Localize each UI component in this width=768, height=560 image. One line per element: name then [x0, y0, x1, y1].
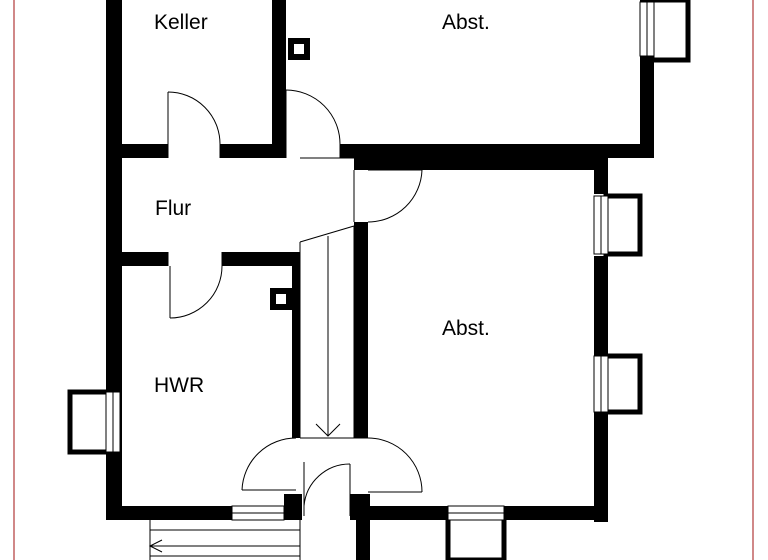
wall-keller-right	[272, 0, 286, 158]
wall-abst-right-right-1	[594, 156, 608, 194]
wall-bottom-left	[106, 506, 232, 520]
wall-abst-top-bottom	[340, 144, 654, 158]
door-hwr-swing	[169, 265, 223, 319]
wall-keller-bottom-mid	[220, 144, 286, 158]
wall-abst-right-right-3	[594, 412, 608, 522]
window-abst-right-1	[603, 193, 643, 257]
door-bottom-left-swing	[241, 437, 297, 491]
room-label-hwr: HWR	[154, 374, 204, 397]
wall-flur-abst-divider	[354, 222, 368, 438]
wall-abst-right-right-2	[594, 256, 608, 356]
room-label-abst-top: Abst.	[442, 11, 490, 34]
exterior-stair-arrow	[148, 539, 163, 553]
door-entry-swing	[303, 463, 351, 516]
doors	[167, 89, 423, 516]
window-abst-right-2	[603, 353, 643, 415]
window-hwr-left	[67, 389, 111, 455]
stair-arrow-head	[315, 423, 341, 437]
exterior-stair	[148, 520, 301, 560]
wall-bottom-right-b	[356, 506, 448, 520]
wall-hwr-top-left	[106, 252, 168, 266]
room-label-flur: Flur	[155, 197, 191, 220]
wall-abst-right-top	[354, 156, 608, 170]
room-label-keller: Keller	[154, 11, 208, 34]
wall-bottom-stub	[356, 518, 370, 560]
room-label-abst-right: Abst.	[442, 317, 490, 340]
wall-bottom-mid	[284, 494, 302, 520]
wall-keller-bottom-left	[106, 144, 168, 158]
window-abst-top	[649, 0, 691, 63]
door-bottom-right-swing	[367, 437, 423, 493]
windows	[67, 0, 691, 560]
door-keller-swing	[167, 91, 221, 145]
wall-bottom-right-c	[504, 506, 608, 520]
stair-corridor	[299, 157, 368, 439]
window-bottom-right	[445, 515, 507, 560]
door-abst-right-swing	[367, 169, 423, 223]
wall-hwr-top-right	[222, 252, 300, 266]
walls	[106, 0, 654, 560]
wall-hwr-right	[292, 252, 300, 438]
door-abst-top-swing	[285, 89, 341, 145]
